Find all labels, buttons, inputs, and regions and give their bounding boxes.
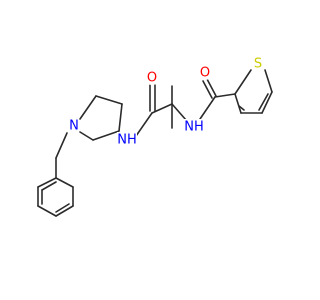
benzene-bond-5: [37, 205, 57, 217]
amide-bond-co2-thiophene: [214, 93, 236, 98]
benzene-bond-2: [55, 177, 74, 188]
benzyl-bond-n: [55, 132, 68, 159]
pyrrolidine-bond-c4-c5: [92, 130, 120, 141]
thiophene-double-2: [238, 105, 245, 111]
pyrrolidine-bond-c5-n: [79, 131, 94, 141]
amide-bond-nh-co2: [199, 96, 216, 120]
atom-NH-thiophene-amide-label: NH: [184, 120, 204, 135]
cq-nh-bond: [171, 103, 187, 121]
benzene-double-1: [41, 181, 57, 191]
benzene-bond-4: [55, 205, 74, 217]
benzene-double-2: [55, 203, 70, 213]
thiophene-bond-c2-s: [234, 69, 252, 95]
atom-N-pyrrolidine: N: [67, 119, 81, 134]
carbonyl2-bond-2: [206, 78, 217, 97]
thiophene-bond-s-c5: [264, 69, 273, 93]
pyrrolidine-bond-n-c2: [79, 95, 97, 120]
atom-O-amide-1-label: O: [147, 71, 157, 86]
atom-O-amide-2: O: [198, 66, 212, 81]
atom-S-thiophene-label: S: [254, 57, 262, 72]
thiophene-double-1: [258, 93, 269, 111]
atom-NH-pyrrolidine-amide: NH: [117, 132, 137, 148]
atom-O-amide-2-label: O: [200, 66, 210, 81]
atom-NH-thiophene-amide: NH: [184, 119, 204, 135]
amide-bond-nh-co: [135, 112, 153, 137]
atom-N-pyrrolidine-label: N: [69, 119, 79, 134]
atom-O-amide-1: O: [145, 71, 159, 86]
atom-NH-pyrrolidine-amide-label: NH: [117, 133, 137, 148]
pyrrolidine-bond-c3-c4: [118, 103, 123, 132]
amide-bond-co-cq: [151, 103, 173, 114]
atom-label-layer: O O S NH NH N: [67, 57, 265, 148]
atom-S-thiophene: S: [251, 57, 265, 72]
thiophene-bond-c3-c2: [234, 93, 242, 114]
thiophene-bond-c5-c4: [261, 91, 273, 114]
molecule-structure-diagram: O O S NH NH N: [37, 57, 273, 217]
pyrrolidine-bond-c2-c3: [95, 95, 123, 105]
carbonyl2-bond-1: [202, 80, 213, 99]
bond-layer: [37, 69, 273, 217]
benzene-bond-1: [37, 177, 57, 188]
